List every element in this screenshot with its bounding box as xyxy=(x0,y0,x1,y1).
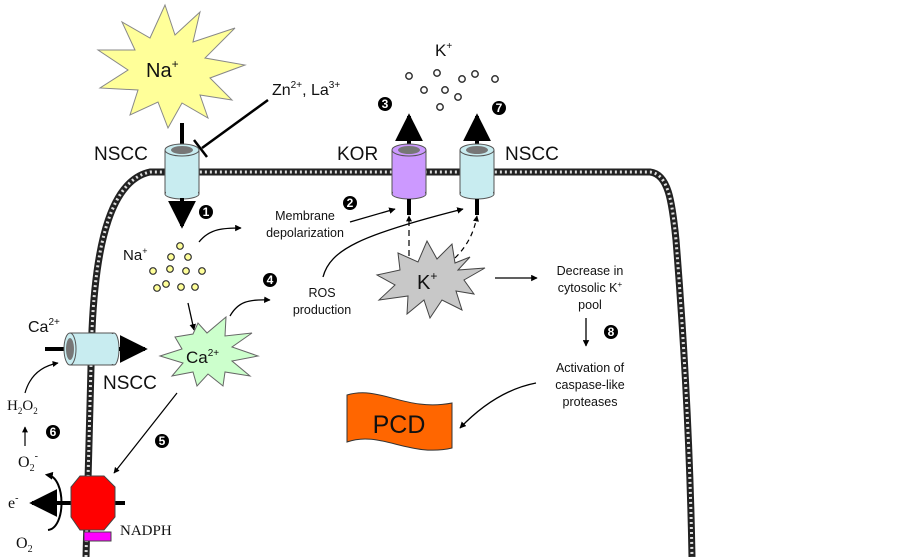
inhibitors-label: Zn2+, La3+ xyxy=(272,80,340,99)
svg-text:3: 3 xyxy=(382,97,389,111)
nscc-top-left-label: NSCC xyxy=(94,144,148,165)
inhibition-line xyxy=(193,98,269,158)
na-burst: Na+ xyxy=(96,3,247,130)
ca-burst-shape xyxy=(158,315,260,387)
nadph-oxidase xyxy=(70,475,116,542)
cell-membrane xyxy=(82,168,696,557)
decrease-label-3: pool xyxy=(578,298,602,312)
ca-outside-label: Ca2+ xyxy=(28,317,60,336)
k-burst-label: K+ xyxy=(417,269,437,294)
k-burst: K+ xyxy=(375,239,486,320)
step-badge-3: 3 xyxy=(378,97,392,111)
nscc-top-right-label: NSCC xyxy=(505,144,559,165)
step-badge-7: 7 xyxy=(492,101,506,115)
step-badge-1: 1 xyxy=(199,205,213,219)
k-outside-label: K+ xyxy=(435,41,452,60)
activation-label-3: proteases xyxy=(563,395,618,409)
step-badge-4: 4 xyxy=(263,273,277,287)
oxygen-label: O2 xyxy=(16,535,33,555)
ros-production-label-2: production xyxy=(293,303,351,317)
ca-burst: Ca2+ xyxy=(158,315,260,387)
ca-burst-label: Ca2+ xyxy=(186,348,219,367)
na-burst-label: Na+ xyxy=(146,57,179,82)
activation-label-2: caspase-like xyxy=(555,378,625,392)
kor-channel xyxy=(391,143,427,200)
svg-text:7: 7 xyxy=(496,101,503,115)
k-ions-outside xyxy=(405,69,499,111)
activation-label-1: Activation of xyxy=(556,361,625,375)
electron-label: e- xyxy=(8,493,18,512)
step-badge-2: 2 xyxy=(343,196,357,210)
na-inside-label: Na+ xyxy=(123,246,147,264)
svg-text:5: 5 xyxy=(159,434,166,448)
nscc-channel-top-left xyxy=(164,143,200,200)
nadph-label: NADPH xyxy=(120,523,172,539)
ros-production-label-1: ROS xyxy=(308,286,335,300)
na-ions-inside xyxy=(149,242,206,292)
nscc-channel-top-right xyxy=(459,143,495,200)
step-badge-8: 8 xyxy=(604,325,618,339)
decrease-label-1: Decrease in xyxy=(557,264,624,278)
membrane-depolarization-label-1: Membrane xyxy=(275,209,335,223)
svg-text:2: 2 xyxy=(347,196,354,210)
na-burst-shape xyxy=(96,3,247,130)
step-badge-5: 5 xyxy=(155,434,169,448)
h2o2-label: H2O2 xyxy=(7,398,38,416)
superoxide-label: O2- xyxy=(18,451,38,474)
pcd-flag: PCD xyxy=(346,392,453,451)
nscc-left-label: NSCC xyxy=(103,373,157,394)
svg-text:6: 6 xyxy=(50,425,57,439)
k-burst-shape xyxy=(375,239,486,320)
svg-text:4: 4 xyxy=(267,273,274,287)
step-badge-6: 6 xyxy=(46,425,60,439)
kor-label: KOR xyxy=(337,144,378,165)
membrane-depolarization-label-2: depolarization xyxy=(266,226,344,240)
nscc-channel-left xyxy=(63,332,120,366)
pcd-label: PCD xyxy=(373,411,426,439)
decrease-label-2: cytosolic K+ xyxy=(558,280,623,295)
svg-text:8: 8 xyxy=(608,325,615,339)
svg-text:1: 1 xyxy=(203,205,210,219)
nadph-tab xyxy=(83,531,112,542)
